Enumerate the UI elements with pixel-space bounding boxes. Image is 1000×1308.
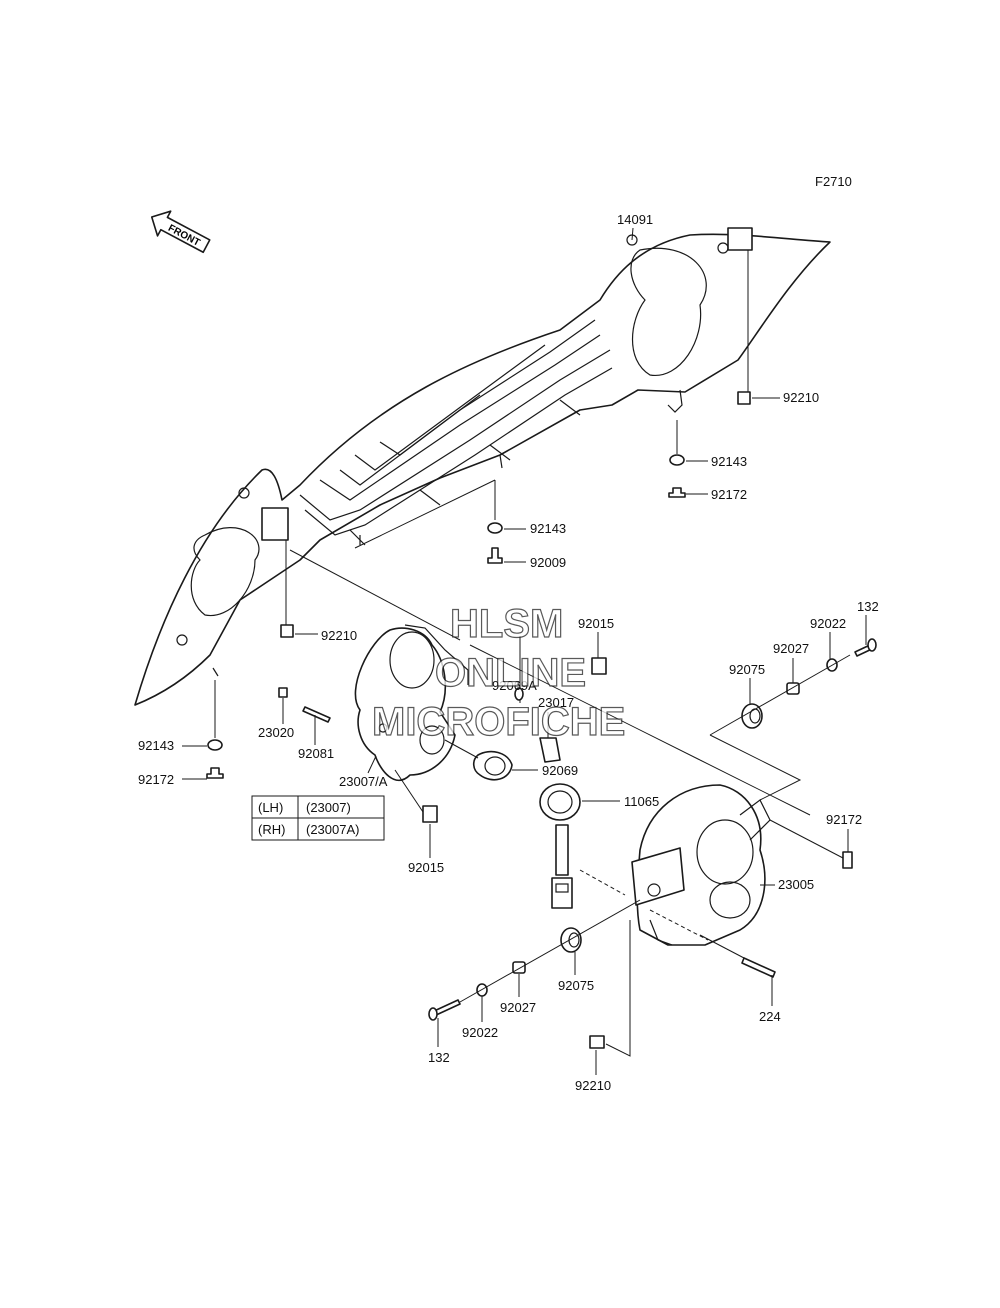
- label-92081: 92081: [298, 746, 334, 761]
- label-23005: 23005: [778, 877, 814, 892]
- watermark: HLSM ONLINE MICROFICHE: [371, 601, 626, 744]
- label-92027-lower: 92027: [500, 1000, 536, 1015]
- front-arrow-icon: FRONT: [150, 210, 211, 254]
- label-92143-upper: 92143: [711, 454, 747, 469]
- label-23020: 23020: [258, 725, 294, 740]
- bolt-92172-upper: [668, 487, 686, 498]
- bulb-92069A: [514, 687, 524, 701]
- nut-92210-lower: [589, 1035, 605, 1049]
- watermark-line1: HLSM: [450, 602, 563, 646]
- label-92015-upper: 92015: [578, 616, 614, 631]
- label-92172-upper: 92172: [711, 487, 747, 502]
- clip-92015-upper: [591, 657, 607, 675]
- grommet-92075-right: [741, 703, 763, 729]
- screw-92081: [302, 706, 331, 723]
- harness-11065: [539, 783, 581, 909]
- side-table: (LH) (23007) (RH) (23007A): [251, 795, 385, 841]
- label-11065: 11065: [624, 794, 659, 809]
- table-side-rh: (RH): [258, 822, 285, 837]
- label-14091: 14091: [617, 212, 653, 227]
- label-92172-left: 92172: [138, 772, 174, 787]
- label-92210-lower: 92210: [575, 1078, 611, 1093]
- label-132-right: 132: [857, 599, 879, 614]
- label-92172-right: 92172: [826, 812, 862, 827]
- watermark-line2: ONLINE: [435, 651, 586, 695]
- upper-cowl-14091: [134, 227, 831, 706]
- table-part-lh: (23007): [306, 800, 351, 815]
- bolt-92009: [487, 547, 503, 564]
- nut-92210-upper: [737, 391, 751, 405]
- grommet-92075-lower: [560, 927, 582, 953]
- washer-92143-center: [487, 522, 503, 534]
- label-92143-center: 92143: [530, 521, 566, 536]
- label-92009: 92009: [530, 555, 566, 570]
- clip-92015-lower: [422, 805, 438, 823]
- headlight-23007-lh: [354, 624, 469, 782]
- label-92022-lower: 92022: [462, 1025, 498, 1040]
- label-92069: 92069: [542, 763, 578, 778]
- washer-92143-upper: [669, 454, 685, 466]
- table-part-rh: (23007A): [306, 822, 359, 837]
- bolt-224: [741, 957, 776, 978]
- figure-code: F2710: [815, 174, 852, 189]
- label-23017: 23017: [538, 695, 574, 710]
- table-side-lh: (LH): [258, 800, 283, 815]
- watermark-line3: MICROFICHE: [372, 700, 625, 744]
- clip-23020: [278, 687, 288, 698]
- label-92069A: 92069A: [492, 678, 537, 693]
- label-92075-lower: 92075: [558, 978, 594, 993]
- bolt-92172-right: [842, 851, 853, 869]
- label-224: 224: [759, 1009, 781, 1024]
- headlight-23005-rh: [631, 784, 771, 946]
- label-92022-right: 92022: [810, 616, 846, 631]
- label-92075-right: 92075: [729, 662, 765, 677]
- label-92015-lower: 92015: [408, 860, 444, 875]
- washer-92143-left: [207, 739, 223, 751]
- socket-23017: [539, 737, 561, 763]
- label-92210-left: 92210: [321, 628, 357, 643]
- nut-92210-left: [280, 624, 294, 638]
- label-23007A: 23007/A: [339, 774, 388, 789]
- label-92027-right: 92027: [773, 641, 809, 656]
- label-92143-left: 92143: [138, 738, 174, 753]
- label-92210-upper: 92210: [783, 390, 819, 405]
- label-132-lower: 132: [428, 1050, 450, 1065]
- bulb-92069: [472, 750, 513, 781]
- bolt-92172-left: [206, 767, 224, 779]
